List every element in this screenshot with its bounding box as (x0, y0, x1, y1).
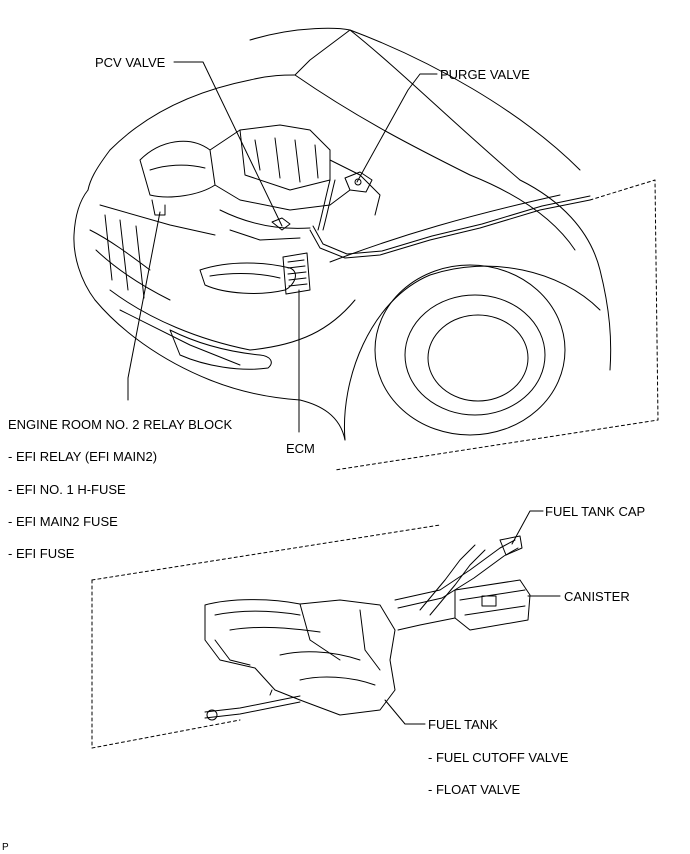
fuel-tank-item: - FLOAT VALVE (428, 782, 521, 797)
relay-item: - EFI RELAY (EFI MAIN2) (8, 449, 158, 464)
label-fuel-tank: FUEL TANK (428, 717, 498, 732)
leader-purge-valve (356, 73, 438, 183)
leader-fuel-tank (384, 699, 426, 725)
dashed-outline (91, 179, 659, 749)
relay-item: - EFI FUSE (8, 546, 75, 561)
leader-lines (127, 61, 561, 725)
fuel-tank-assembly (204, 535, 531, 721)
label-pcv-valve: PCV VALVE (95, 55, 166, 70)
relay-item: - EFI MAIN2 FUSE (8, 514, 118, 529)
engine-bay (139, 124, 591, 259)
label-fuel-tank-cap: FUEL TANK CAP (545, 504, 646, 519)
leader-relay-block (127, 211, 161, 401)
leader-pcv-valve (173, 61, 283, 227)
leader-fuel-tank-cap (511, 510, 544, 545)
label-canister: CANISTER (564, 589, 630, 604)
ecm-unit (282, 252, 311, 295)
label-relay-block: ENGINE ROOM NO. 2 RELAY BLOCK (8, 417, 233, 432)
relay-item: - EFI NO. 1 H-FUSE (8, 482, 126, 497)
label-purge-valve: PURGE VALVE (440, 67, 530, 82)
car-body-outline (73, 27, 612, 441)
label-ecm: ECM (286, 441, 315, 456)
corner-mark: P (2, 842, 9, 853)
fuel-tank-item: - FUEL CUTOFF VALVE (428, 750, 569, 765)
